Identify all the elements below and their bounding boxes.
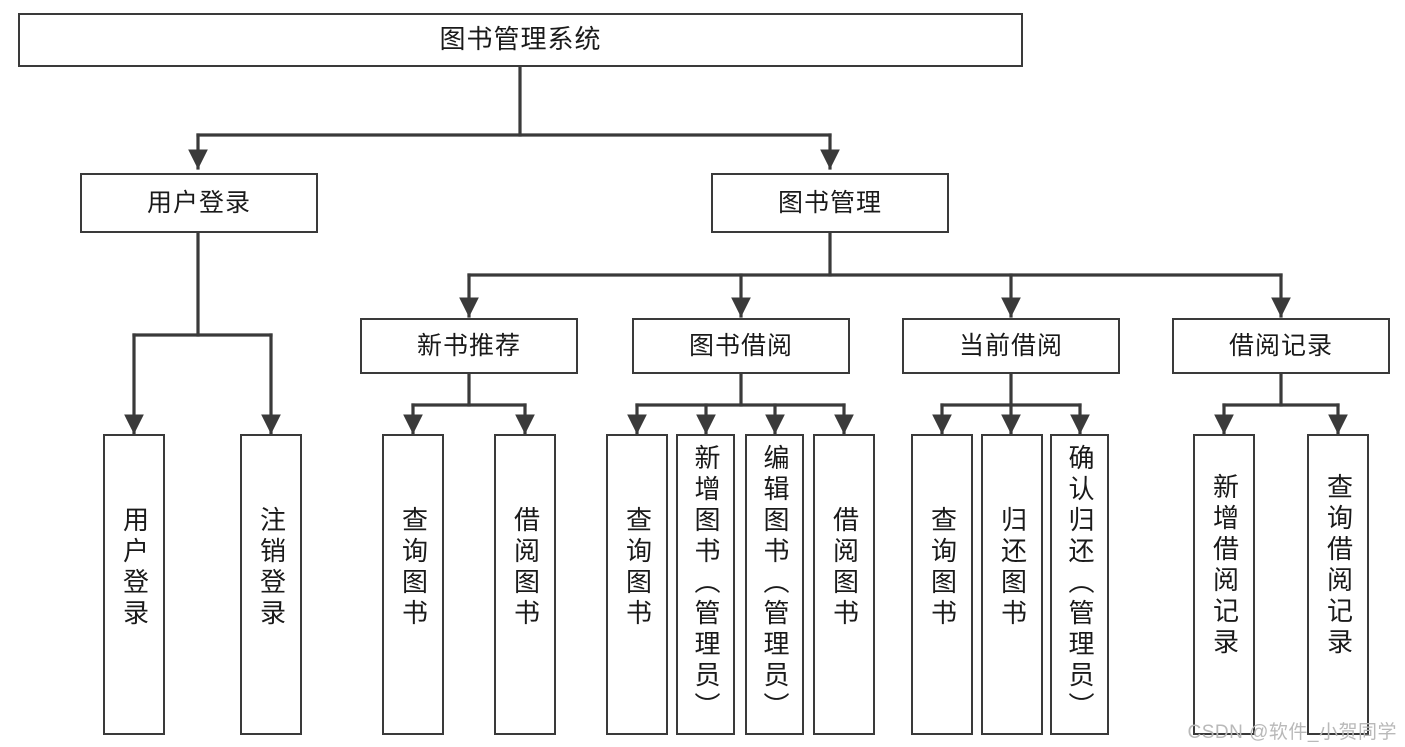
node-book-borrow[interactable]: 图书借阅: [632, 318, 850, 374]
node-leaf-add-book[interactable]: 新增图书（管理员）: [676, 434, 735, 735]
node-leaf-borrow-book-2-label: 借阅图书: [829, 506, 860, 630]
node-leaf-return-book[interactable]: 归还图书: [981, 434, 1043, 735]
node-leaf-confirm-return-label: 确认归还（管理员）: [1065, 444, 1096, 723]
csdn-watermark: CSDN @软件_小贺同学: [1187, 722, 1397, 743]
node-leaf-borrow-book-1[interactable]: 借阅图书: [494, 434, 556, 735]
node-leaf-query-book-3[interactable]: 查询图书: [911, 434, 973, 735]
node-leaf-query-book-2-label: 查询图书: [622, 506, 653, 630]
node-borrow-record[interactable]: 借阅记录: [1172, 318, 1390, 374]
node-leaf-borrow-book-1-label: 借阅图书: [510, 506, 541, 630]
node-leaf-user-login-label: 用户登录: [119, 506, 150, 630]
node-new-book-rec-label: 新书推荐: [416, 332, 521, 360]
node-root[interactable]: 图书管理系统: [18, 13, 1023, 67]
node-user-login[interactable]: 用户登录: [80, 173, 318, 233]
node-root-label: 图书管理系统: [439, 24, 602, 55]
node-leaf-query-book-1-label: 查询图书: [398, 506, 429, 630]
node-leaf-query-book-3-label: 查询图书: [927, 506, 958, 630]
node-leaf-user-logout-label: 注销登录: [256, 506, 287, 630]
node-leaf-query-book-1[interactable]: 查询图书: [382, 434, 444, 735]
node-leaf-add-record[interactable]: 新增借阅记录: [1193, 434, 1255, 735]
node-leaf-user-login[interactable]: 用户登录: [103, 434, 165, 735]
node-borrow-record-label: 借阅记录: [1228, 332, 1333, 360]
node-leaf-add-book-label: 新增图书（管理员）: [691, 444, 722, 723]
node-book-borrow-label: 图书借阅: [688, 332, 793, 360]
node-leaf-borrow-book-2[interactable]: 借阅图书: [813, 434, 875, 735]
node-user-login-label: 用户登录: [146, 189, 251, 217]
node-book-manage-label: 图书管理: [777, 189, 882, 217]
node-current-borrow[interactable]: 当前借阅: [902, 318, 1120, 374]
node-leaf-confirm-return[interactable]: 确认归还（管理员）: [1050, 434, 1109, 735]
node-leaf-edit-book-label: 编辑图书（管理员）: [760, 444, 791, 723]
node-leaf-query-record-label: 查询借阅记录: [1323, 473, 1354, 659]
node-current-borrow-label: 当前借阅: [958, 332, 1063, 360]
node-new-book-rec[interactable]: 新书推荐: [360, 318, 578, 374]
node-book-manage[interactable]: 图书管理: [711, 173, 949, 233]
node-leaf-user-logout[interactable]: 注销登录: [240, 434, 302, 735]
node-leaf-edit-book[interactable]: 编辑图书（管理员）: [745, 434, 804, 735]
node-leaf-query-book-2[interactable]: 查询图书: [606, 434, 668, 735]
node-leaf-return-book-label: 归还图书: [997, 506, 1028, 630]
node-leaf-query-record[interactable]: 查询借阅记录: [1307, 434, 1369, 735]
node-leaf-add-record-label: 新增借阅记录: [1209, 473, 1240, 659]
